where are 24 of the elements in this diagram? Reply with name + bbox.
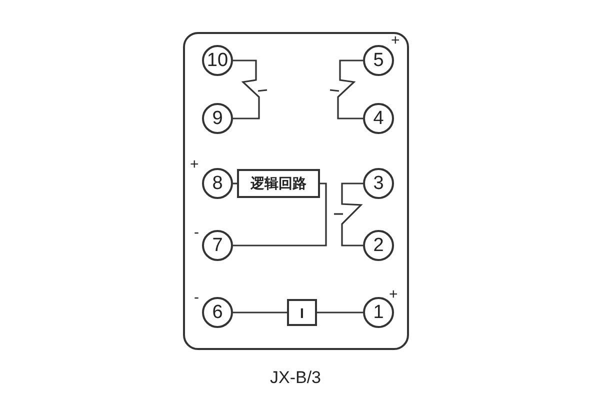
wire bbox=[317, 312, 363, 314]
contact-switch-line bbox=[337, 60, 363, 120]
contact-switch-line bbox=[341, 182, 363, 246]
wire bbox=[233, 182, 327, 246]
terminal: 8 bbox=[202, 168, 233, 199]
terminal: 1 bbox=[363, 297, 394, 328]
wire bbox=[233, 182, 237, 184]
terminal: 6 bbox=[202, 297, 233, 328]
wire bbox=[233, 312, 287, 314]
model-title: JX-B/3 bbox=[270, 368, 322, 388]
terminal: 7 bbox=[202, 230, 233, 261]
terminal: 5 bbox=[363, 45, 394, 76]
terminal: 9 bbox=[202, 103, 233, 134]
component-box: I bbox=[287, 299, 317, 326]
terminal: 4 bbox=[363, 103, 394, 134]
polarity-sign: - bbox=[194, 225, 199, 240]
terminal: 2 bbox=[363, 230, 394, 261]
contact-switch-line bbox=[233, 60, 260, 120]
component-box: 逻辑回路 bbox=[237, 169, 320, 198]
polarity-sign: + bbox=[391, 33, 400, 48]
terminal: 3 bbox=[363, 168, 394, 199]
terminal: 10 bbox=[202, 45, 233, 76]
polarity-sign: + bbox=[190, 157, 199, 172]
polarity-sign: - bbox=[194, 290, 199, 305]
